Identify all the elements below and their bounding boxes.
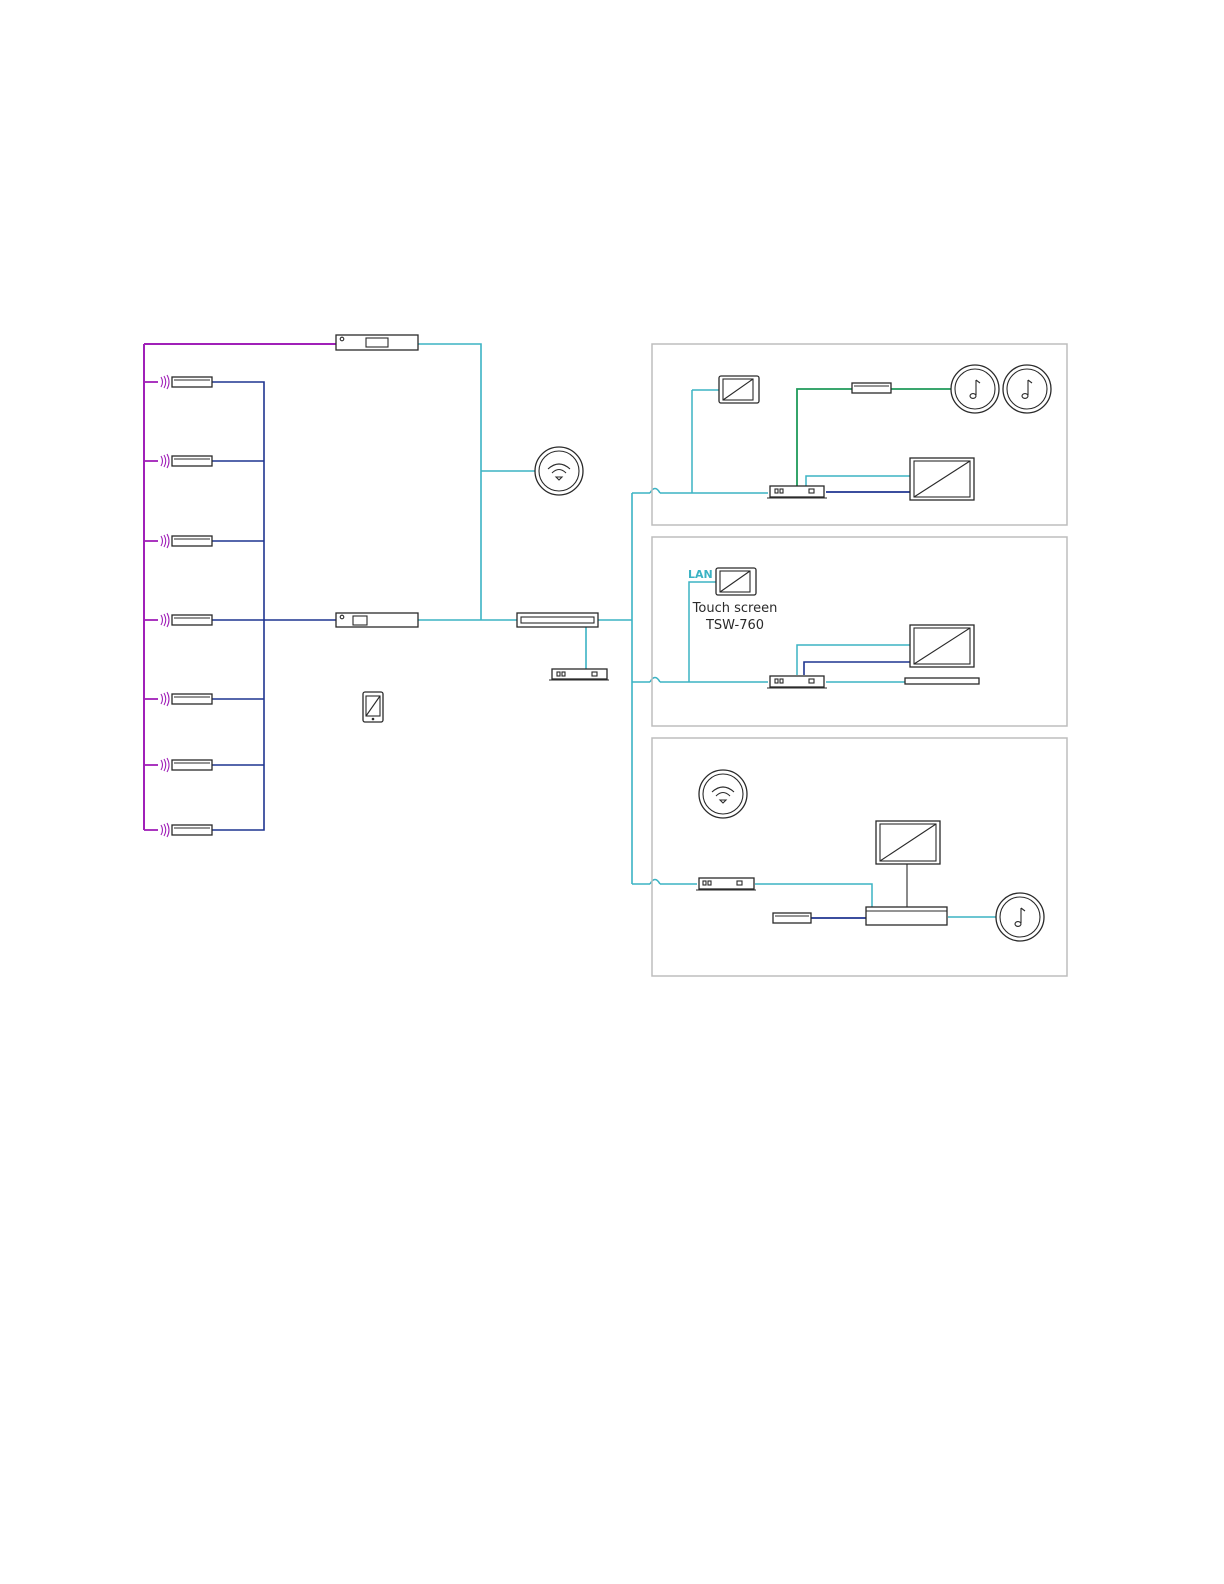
touch-panel-icon xyxy=(716,568,756,595)
rf-signal-icon xyxy=(161,758,169,772)
wifi-icon xyxy=(535,447,583,495)
gateway-body xyxy=(172,377,212,387)
lan-label: LAN xyxy=(688,568,713,581)
room1-receiver xyxy=(767,486,827,498)
rf-signal-icon xyxy=(161,454,169,468)
room3-amplifier xyxy=(773,913,811,923)
gateway-body xyxy=(172,760,212,770)
touch-screen-model: TSW-760 xyxy=(705,618,764,633)
music-note-icon xyxy=(996,893,1044,941)
room2-receiver xyxy=(767,676,827,688)
music-note-icon xyxy=(951,365,999,413)
soundbar xyxy=(905,678,979,684)
display-icon xyxy=(910,458,974,500)
rf-signal-icon xyxy=(161,375,169,389)
wiring xyxy=(144,344,996,918)
rf-signal-icon xyxy=(161,534,169,548)
wireless-gateway xyxy=(161,758,212,772)
room1-amplifier xyxy=(852,383,891,393)
streaming-encoder xyxy=(549,669,609,680)
wireless-gateway xyxy=(161,692,212,706)
gateway-body xyxy=(172,825,212,835)
wireless-gateway xyxy=(161,375,212,389)
control-bus-wire xyxy=(212,382,336,830)
gateway-body xyxy=(172,615,212,625)
network-switch xyxy=(517,613,598,627)
wireless-gateway xyxy=(161,613,212,627)
rf-stubs xyxy=(144,382,158,830)
gateway-body xyxy=(172,536,212,546)
display-icon xyxy=(876,821,940,864)
gateway-body xyxy=(172,456,212,466)
display-icon xyxy=(910,625,974,667)
rf-signal-icon xyxy=(161,823,169,837)
room-1-border xyxy=(652,344,1067,525)
wireless-gateway xyxy=(161,454,212,468)
wireless-gateway xyxy=(161,534,212,548)
room1-lan-wire xyxy=(660,390,910,493)
tablet-icon xyxy=(363,692,383,722)
touch-screen-name: Touch screen xyxy=(692,601,778,616)
music-note-icon xyxy=(1003,365,1051,413)
room3-decoder xyxy=(696,878,756,890)
control-processor-top xyxy=(336,335,418,350)
rf-bus-wire xyxy=(144,344,336,830)
touch-panel-icon xyxy=(719,376,759,403)
wifi-icon xyxy=(699,770,747,818)
control-processor-main xyxy=(336,613,418,627)
gateway-body xyxy=(172,694,212,704)
media-presentation-system xyxy=(866,907,947,925)
room2-video-wire xyxy=(804,662,910,675)
wireless-gateway-column xyxy=(161,375,212,837)
room2-lan-wire xyxy=(660,582,910,682)
wireless-gateway xyxy=(161,823,212,837)
rf-signal-icon xyxy=(161,613,169,627)
rf-signal-icon xyxy=(161,692,169,706)
